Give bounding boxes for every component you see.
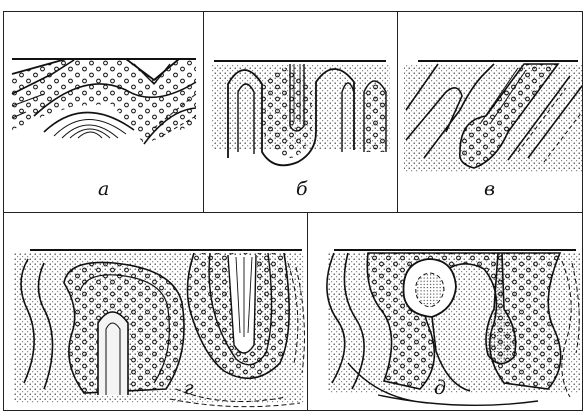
circle-layer bbox=[12, 59, 196, 144]
panel-a: а bbox=[3, 11, 204, 213]
panel-v: в bbox=[397, 11, 583, 213]
panel-a-label: а bbox=[98, 178, 109, 200]
panel-d-label: д bbox=[434, 377, 446, 399]
panel-b: б bbox=[203, 11, 398, 213]
panel-b-label: б bbox=[296, 178, 308, 200]
panel-g-label: г bbox=[184, 377, 194, 399]
panel-d: д bbox=[307, 212, 583, 411]
panel-v-label: в bbox=[484, 178, 495, 200]
panel-g: г bbox=[3, 212, 308, 411]
panel-g-drawing bbox=[4, 213, 308, 411]
